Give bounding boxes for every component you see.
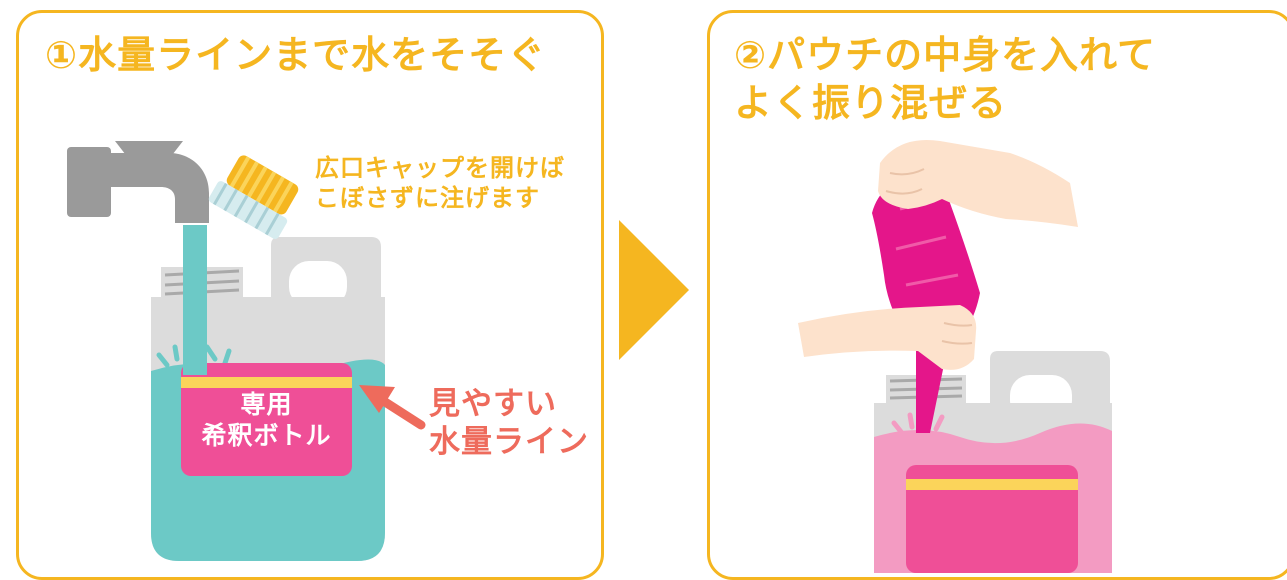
dilution-bottle [874,351,1112,573]
step-1-title: ①水量ラインまで水をそそぐ [45,33,547,77]
hand-squeezing-pouch [798,305,977,370]
water-stream [183,225,207,375]
step-2-title: ②パウチの中身を入れて よく振り混ぜる [734,33,1157,125]
next-step-arrow-icon [619,220,689,360]
step-2-panel: ②パウチの中身を入れて よく振り混ぜる [707,10,1287,580]
bottle-label-line-2: 希釈ボトル [201,420,332,450]
hand-holding-pouch [878,139,1078,227]
bottle-label-line-1: 専用 [240,389,293,419]
step-1-illustration [67,141,426,561]
wide-cap-note: 広口キャップを開けば こぼさずに注げます [315,154,565,212]
step-2-illustration [798,139,1112,573]
pouch [872,171,980,433]
water-line-note: 見やすい 水量ライン [429,386,589,460]
arrow-icon [359,385,426,430]
dilution-bottle [151,237,385,561]
step-1-panel: ①水量ラインまで水をそそぐ [16,10,604,580]
bottle-label: 専用 希釈ボトル [181,363,352,476]
wide-cap-icon [208,155,299,239]
faucet-icon [67,141,209,223]
